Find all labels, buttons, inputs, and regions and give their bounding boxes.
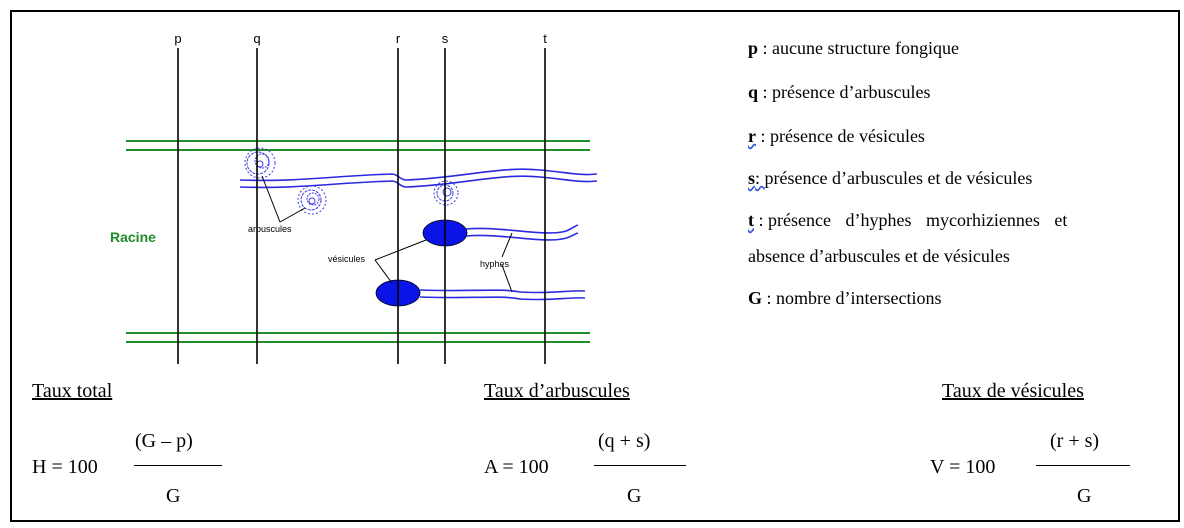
arbuscule-cluster-2: [297, 185, 327, 215]
legend-key: s: [748, 168, 756, 188]
leader-vesicules-2: [374, 259, 393, 284]
legend-key: G: [748, 288, 763, 308]
legend-key: p: [748, 38, 759, 58]
numerator-text: (G – p): [135, 430, 193, 452]
legend-key: r: [748, 126, 756, 146]
hyphes-label: hyphes: [480, 259, 510, 269]
legend-text: présence d’hyphes mycorhiziennes et: [768, 210, 1068, 230]
line-label-s: s: [442, 31, 449, 46]
formula-numerator-total: (G – p): [135, 430, 193, 453]
leader-arbuscules-2: [279, 207, 306, 223]
leader-hyphes-1: [501, 232, 513, 258]
legend-item-t: t : présence d’hyphes mycorhiziennes et: [748, 210, 1067, 231]
hypha-mid-b: [465, 232, 579, 241]
legend-text: présence d’arbuscules et de vésicules: [764, 168, 1033, 188]
leader-arbuscules-1: [261, 175, 281, 223]
figure-frame: [10, 10, 1180, 522]
formula-title-vesicules: Taux de vésicules: [942, 380, 1084, 402]
formula-denominator-arbuscules: G: [627, 485, 642, 507]
formula-title-arbuscules: Taux d’arbuscules: [484, 380, 630, 402]
line-label-p: p: [174, 31, 181, 46]
legend-text: absence d’arbuscules et de vésicules: [748, 246, 1010, 266]
legend-sep: :: [758, 82, 773, 102]
legend-key: q: [748, 82, 759, 102]
root-walls: [126, 140, 590, 343]
legend-item-t-continued: absence d’arbuscules et de vésicules: [748, 246, 1010, 267]
legend-text: présence d’arbuscules: [772, 82, 931, 102]
formula-lhs-vesicules: V = 100: [930, 456, 996, 478]
root-label: Racine: [110, 229, 156, 245]
legend-text: nombre d’intersections: [776, 288, 942, 308]
legend-item-g: G : nombre d’intersections: [748, 288, 942, 309]
formula-denominator-total: G: [166, 485, 181, 507]
legend-key: t: [748, 210, 754, 230]
line-label-q: q: [253, 31, 260, 46]
vesicules-label: vésicules: [328, 254, 366, 264]
arbuscules-label: arbuscules: [248, 224, 292, 234]
legend-item-s: s: présence d’arbuscules et de vésicules: [748, 168, 1032, 189]
hypha-top-a: [239, 168, 598, 182]
legend-text: présence de vésicules: [770, 126, 925, 146]
formula-denominator-vesicules: G: [1077, 485, 1092, 507]
legend-sep: :: [756, 126, 771, 146]
fraction-bar-total: [134, 465, 222, 466]
hypha-mid-a: [465, 224, 579, 234]
line-label-r: r: [396, 31, 401, 46]
legend-sep: :: [754, 210, 769, 230]
fraction-bar-vesicules: [1036, 465, 1130, 466]
hypha-low-b: [419, 296, 586, 301]
legend-sep: :: [755, 168, 765, 188]
leader-hyphes-2: [501, 264, 513, 293]
formula-lhs-total: H = 100: [32, 456, 98, 478]
leader-lines: [261, 175, 513, 293]
hypha-top-b: [239, 175, 598, 189]
hyphae: [239, 168, 598, 301]
legend-item-p: p : aucune structure fongique: [748, 38, 959, 59]
legend-item-q: q : présence d’arbuscules: [748, 82, 930, 103]
legend-sep: :: [758, 38, 773, 58]
intersect-lines: [177, 48, 546, 364]
legend-item-r: r : présence de vésicules: [748, 126, 925, 147]
leader-vesicules-1: [374, 239, 427, 261]
fraction-bar-arbuscules: [594, 465, 686, 466]
formula-numerator-arbuscules: (q + s): [598, 430, 651, 452]
legend-text: aucune structure fongique: [772, 38, 959, 58]
legend-sep: :: [762, 288, 777, 308]
hypha-low-a: [419, 289, 586, 294]
formula-lhs-arbuscules: A = 100: [484, 456, 549, 478]
line-label-t: t: [543, 31, 547, 46]
formula-title-total: Taux total: [32, 380, 113, 402]
formula-numerator-vesicules: (r + s): [1050, 430, 1100, 452]
